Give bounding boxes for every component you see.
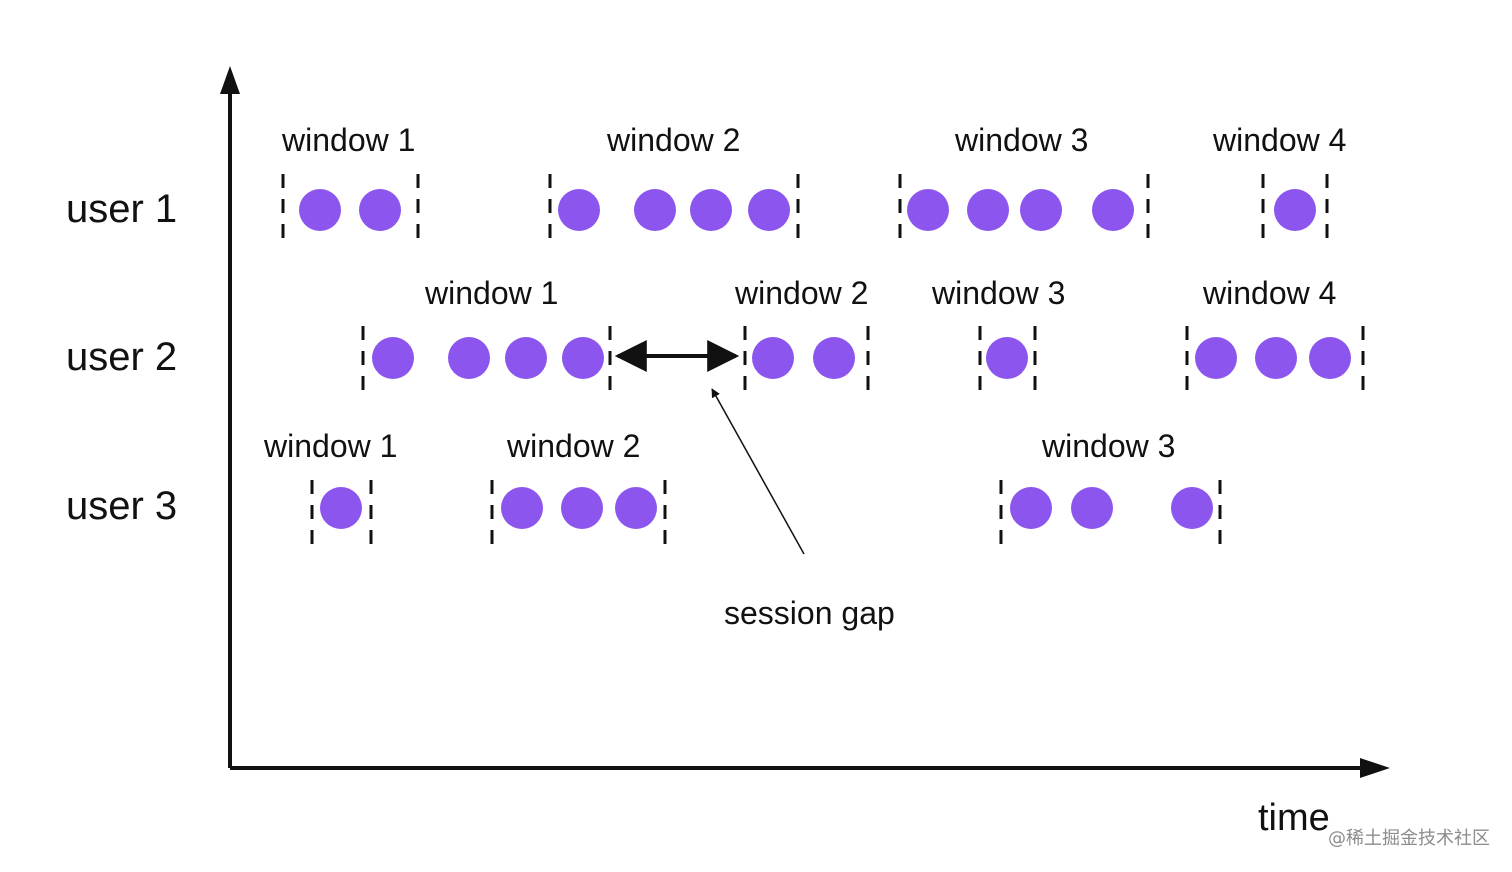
window-label: window 3 <box>931 275 1065 311</box>
session-window-1-2: window 2 <box>548 122 800 244</box>
session-window-1-4: window 4 <box>1212 122 1346 244</box>
event-dot <box>967 189 1009 231</box>
event-dot <box>558 189 600 231</box>
window-label: window 2 <box>506 428 640 464</box>
event-dot <box>501 487 543 529</box>
event-dot <box>1195 337 1237 379</box>
session-window-3-3: window 3 <box>999 428 1222 548</box>
window-label: window 4 <box>1202 275 1336 311</box>
event-dot <box>299 189 341 231</box>
y-axis-arrowhead <box>220 66 240 94</box>
user-row-3: user 3 window 1 window 2 window 3 <box>66 428 1222 548</box>
session-window-1-3: window 3 <box>898 122 1150 244</box>
window-label: window 3 <box>954 122 1088 158</box>
event-dot <box>505 337 547 379</box>
window-label: window 1 <box>424 275 558 311</box>
user-row-label: user 3 <box>66 484 177 528</box>
event-dot <box>1274 189 1316 231</box>
event-dot <box>1255 337 1297 379</box>
session-window-2-4: window 4 <box>1185 275 1365 396</box>
x-axis-label: time <box>1258 797 1330 839</box>
event-dot <box>907 189 949 231</box>
session-gap-annotation: session gap <box>614 340 895 631</box>
event-dot <box>1071 487 1113 529</box>
user-row-2: user 2 window 1 window 2 window 3 window 4 <box>66 275 1365 396</box>
user-row-label: user 1 <box>66 187 177 231</box>
window-label: window 1 <box>263 428 397 464</box>
event-dot <box>813 337 855 379</box>
window-label: window 4 <box>1212 122 1346 158</box>
window-label: window 3 <box>1041 428 1175 464</box>
event-dot <box>372 337 414 379</box>
window-label: window 1 <box>281 122 415 158</box>
x-axis-arrowhead <box>1360 758 1390 778</box>
event-dot <box>1010 487 1052 529</box>
session-gap-label: session gap <box>724 595 895 631</box>
session-window-2-2: window 2 <box>734 275 870 396</box>
event-dot <box>448 337 490 379</box>
session-window-3-1: window 1 <box>263 428 397 548</box>
event-dot <box>1020 189 1062 231</box>
event-dot <box>690 189 732 231</box>
session-window-1-1: window 1 <box>281 122 420 244</box>
axes: time <box>220 66 1390 839</box>
session-window-2-1: window 1 <box>361 275 612 396</box>
event-dot <box>634 189 676 231</box>
event-dot <box>320 487 362 529</box>
event-dot <box>752 337 794 379</box>
event-dot <box>561 487 603 529</box>
user-row-label: user 2 <box>66 335 177 379</box>
event-dot <box>1309 337 1351 379</box>
session-window-3-2: window 2 <box>490 428 667 548</box>
session-gap-pointer-line <box>711 388 805 555</box>
window-label: window 2 <box>734 275 868 311</box>
user-row-1: user 1 window 1 window 2 window 3 window 4 <box>66 122 1346 244</box>
source-watermark: @稀土掘金技术社区 <box>1328 828 1490 849</box>
event-dot <box>615 487 657 529</box>
event-dot <box>359 189 401 231</box>
window-label: window 2 <box>606 122 740 158</box>
session-window-2-3: window 3 <box>931 275 1065 396</box>
event-dot <box>562 337 604 379</box>
event-dot <box>1171 487 1213 529</box>
event-dot <box>1092 189 1134 231</box>
event-dot <box>986 337 1028 379</box>
event-dot <box>748 189 790 231</box>
